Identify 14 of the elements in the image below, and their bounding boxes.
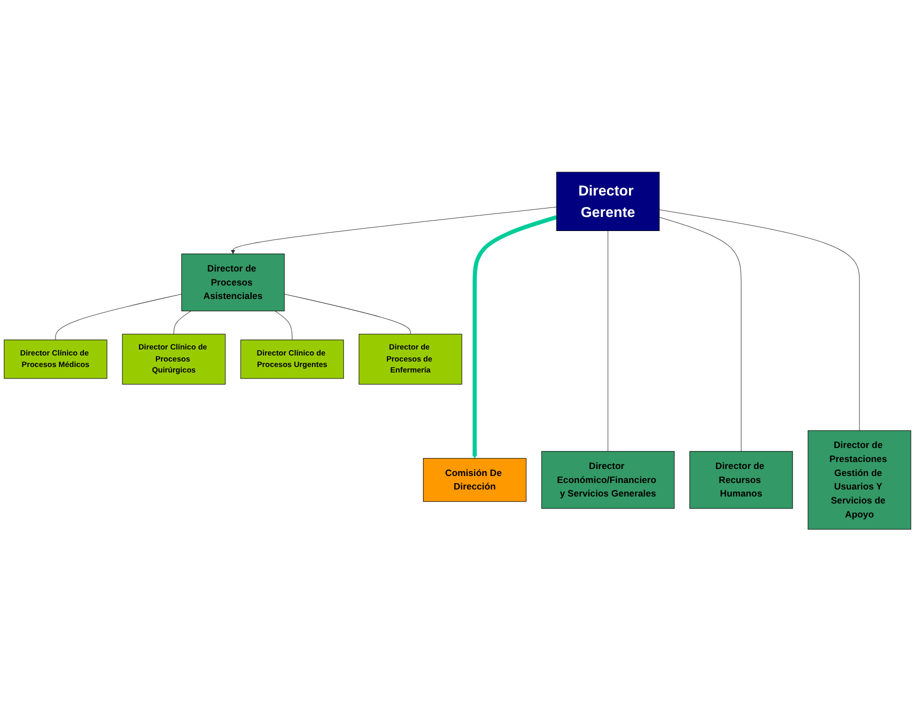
arrow <box>472 216 558 459</box>
node-box: Director de Recursos Humanos <box>689 451 793 510</box>
connector <box>659 217 742 452</box>
node-box: Director Económico/Financiero y Servicios Generales <box>541 451 675 510</box>
connector <box>174 311 192 335</box>
node-box: Director de Prestaciones Gestión de Usuarios Y Servicios de Apoyo <box>808 430 912 530</box>
connector <box>55 294 182 340</box>
arrow <box>230 207 557 254</box>
node-box: Comisión De Dirección <box>423 458 526 502</box>
connector <box>284 294 411 335</box>
node-box: Director de Procesos Asistenciales <box>181 254 285 312</box>
node-box: Director Gerente <box>556 172 660 232</box>
connector <box>659 210 860 432</box>
connector <box>274 311 292 340</box>
